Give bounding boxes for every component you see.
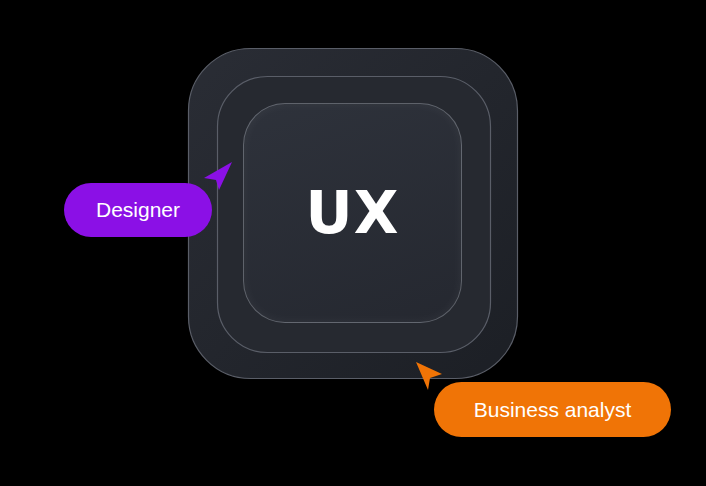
analyst-tag: Business analyst <box>434 382 671 437</box>
designer-tag: Designer <box>64 183 212 237</box>
analyst-cursor <box>416 362 442 390</box>
node-label: UX <box>306 179 400 247</box>
node-label: Designer <box>96 198 180 222</box>
ux-box: UX <box>243 103 462 323</box>
designer-cursor <box>204 162 232 190</box>
outer-layer <box>189 49 518 379</box>
node-label: Business analyst <box>474 398 632 422</box>
middle-layer <box>218 77 491 353</box>
